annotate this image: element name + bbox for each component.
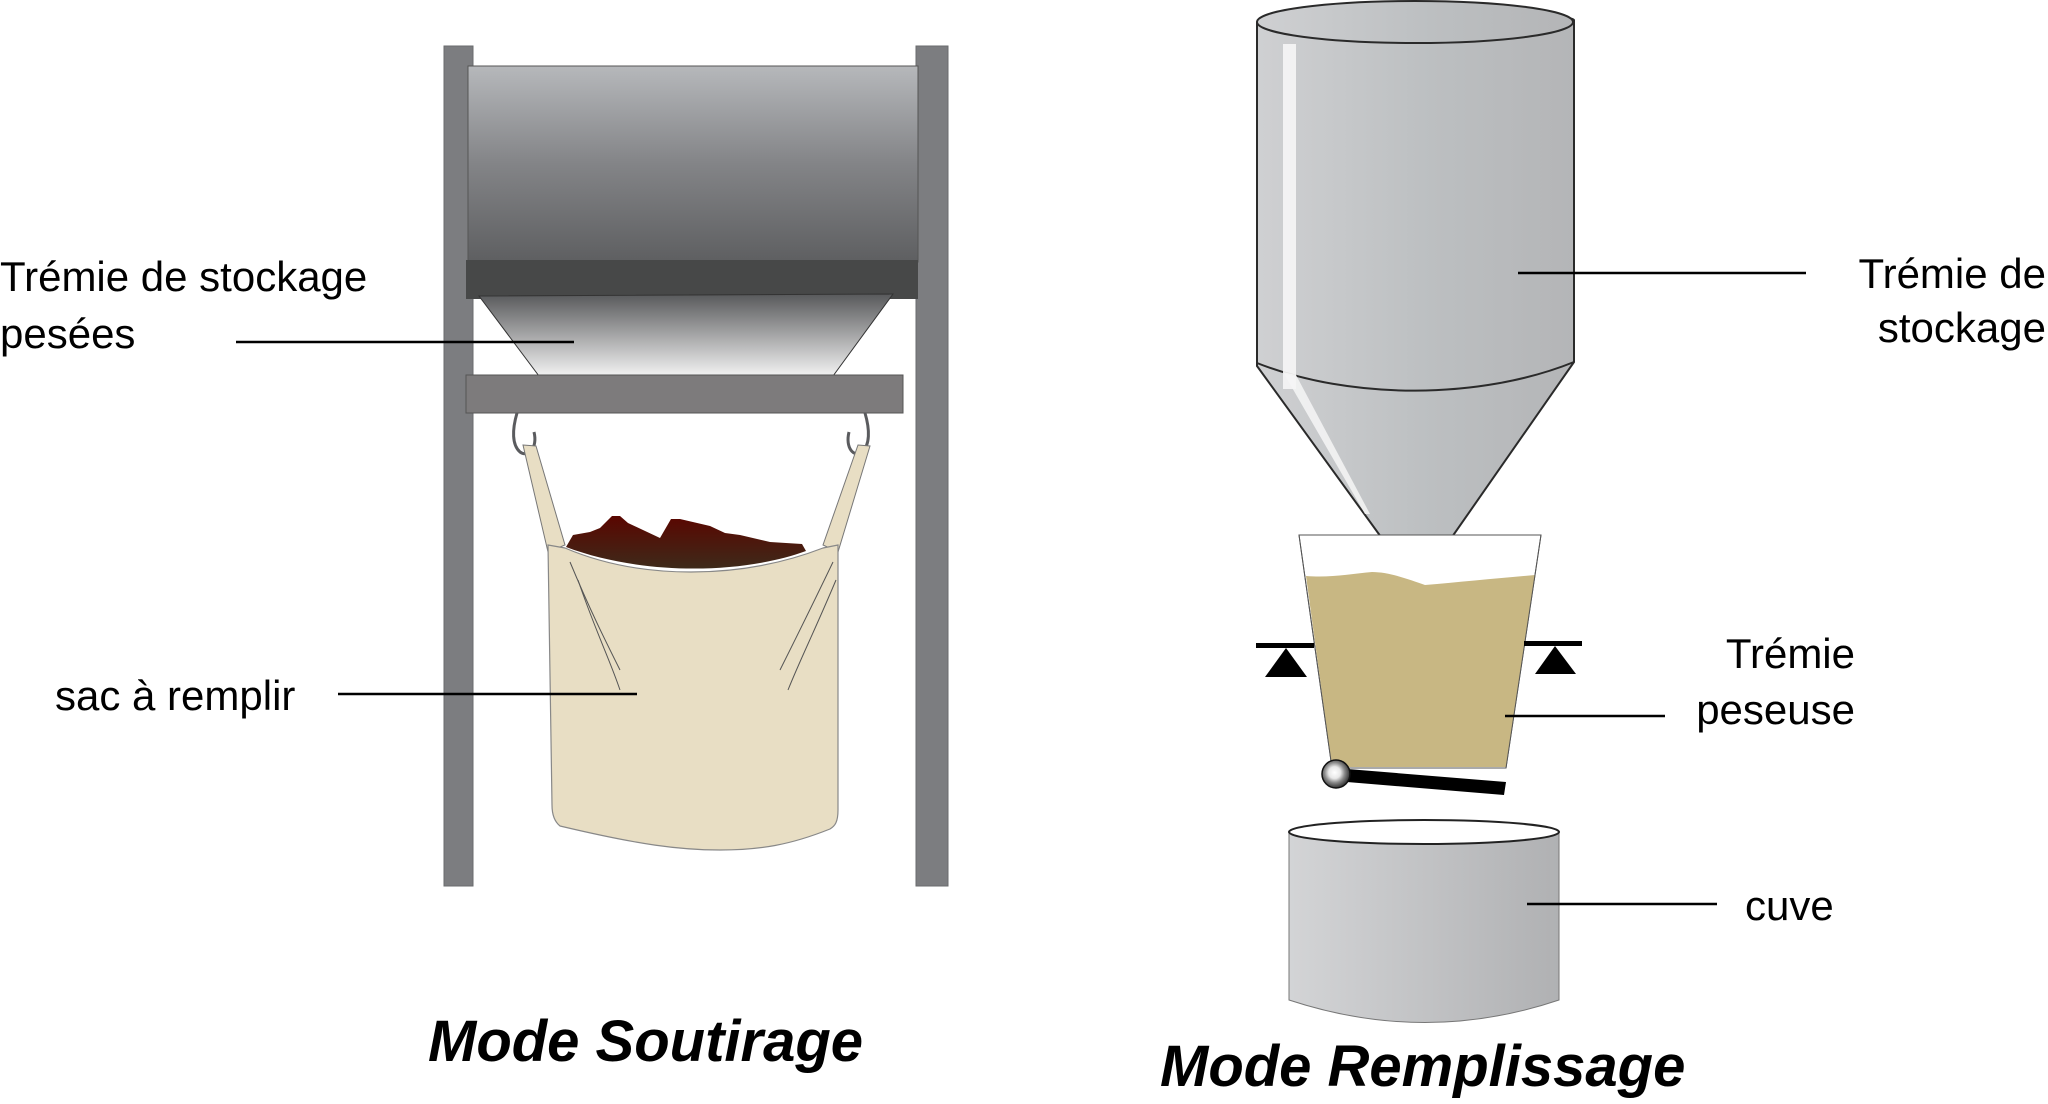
bag-fold (787, 579, 837, 691)
silo-cone-highlight (1283, 372, 1370, 514)
bag-strap-left (522, 444, 566, 553)
label-storage-silo-line2: stockage (1878, 304, 2046, 351)
weigh-crossbar (465, 374, 904, 414)
label-weigh-hopper-line2: peseuse (1696, 686, 1855, 733)
label-bag: sac à remplir (55, 672, 295, 719)
bag-strap-right (822, 444, 871, 553)
soutirage-panel: Trémie de stockage pesées sac à remplir … (0, 45, 949, 1074)
remplissage-panel: Trémie de stockage Trémie peseuse cuve M… (1160, 0, 2046, 1099)
storage-hopper-body (467, 65, 919, 263)
label-storage-hopper-line2: pesées (0, 310, 135, 357)
hopper-band (466, 260, 918, 299)
tank-body (1288, 831, 1560, 1023)
label-storage-hopper-line1: Trémie de stockage (0, 253, 367, 300)
tank-top (1288, 819, 1560, 845)
title-mode-soutirage: Mode Soutirage (428, 1009, 863, 1074)
label-storage-silo-line1: Trémie de (1858, 250, 2046, 297)
bag-fold (569, 561, 621, 671)
load-cell-bar-right (1524, 641, 1582, 646)
load-cell-bar-left (1256, 643, 1314, 648)
weigh-hopper-product (1306, 572, 1535, 767)
hopper-funnel (478, 293, 894, 377)
discharge-flap (1335, 768, 1506, 795)
load-cell-left-icon (1265, 648, 1307, 677)
silo-top (1256, 0, 1574, 44)
label-weigh-hopper-line1: Trémie (1726, 630, 1855, 677)
weigh-hopper-left-edge (1298, 534, 1333, 769)
frame-post-right (915, 45, 949, 887)
bag-body (547, 544, 839, 851)
silo-highlight (1283, 44, 1296, 389)
bag-fold (577, 579, 621, 691)
load-cell-right-icon (1535, 646, 1576, 674)
bag-product (566, 516, 806, 569)
valve-pivot-icon (1321, 759, 1351, 789)
hook-left-icon (512, 412, 537, 456)
weigh-hopper-right-edge (1505, 534, 1542, 769)
title-mode-remplissage: Mode Remplissage (1160, 1034, 1685, 1099)
label-tank: cuve (1745, 882, 1834, 929)
storage-silo (1256, 11, 1575, 538)
bag-fold (779, 561, 834, 671)
